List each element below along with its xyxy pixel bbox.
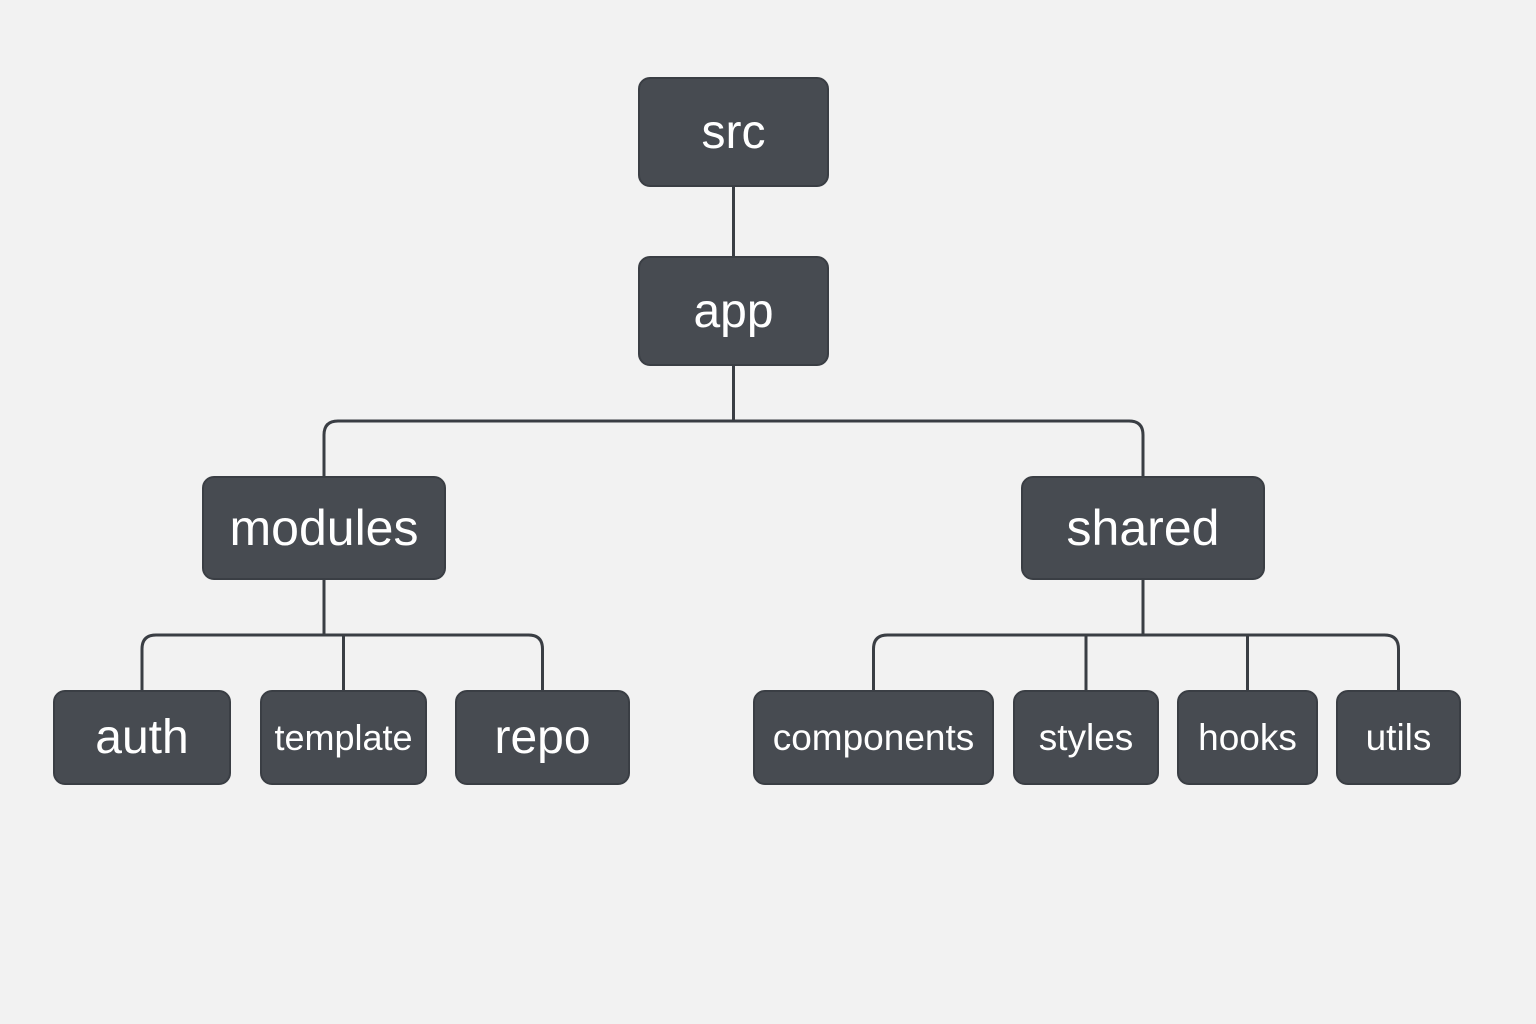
node-hooks: hooks — [1177, 690, 1318, 785]
node-src: src — [638, 77, 829, 187]
node-utils: utils — [1336, 690, 1461, 785]
node-template: template — [260, 690, 427, 785]
node-components: components — [753, 690, 994, 785]
connector-modules-children — [140, 580, 544, 690]
connector-app-children — [322, 366, 1145, 476]
node-app: app — [638, 256, 829, 366]
node-shared: shared — [1021, 476, 1265, 580]
node-modules: modules — [202, 476, 446, 580]
node-auth: auth — [53, 690, 231, 785]
node-repo: repo — [455, 690, 630, 785]
connector-shared-children — [872, 580, 1400, 690]
node-styles: styles — [1013, 690, 1159, 785]
